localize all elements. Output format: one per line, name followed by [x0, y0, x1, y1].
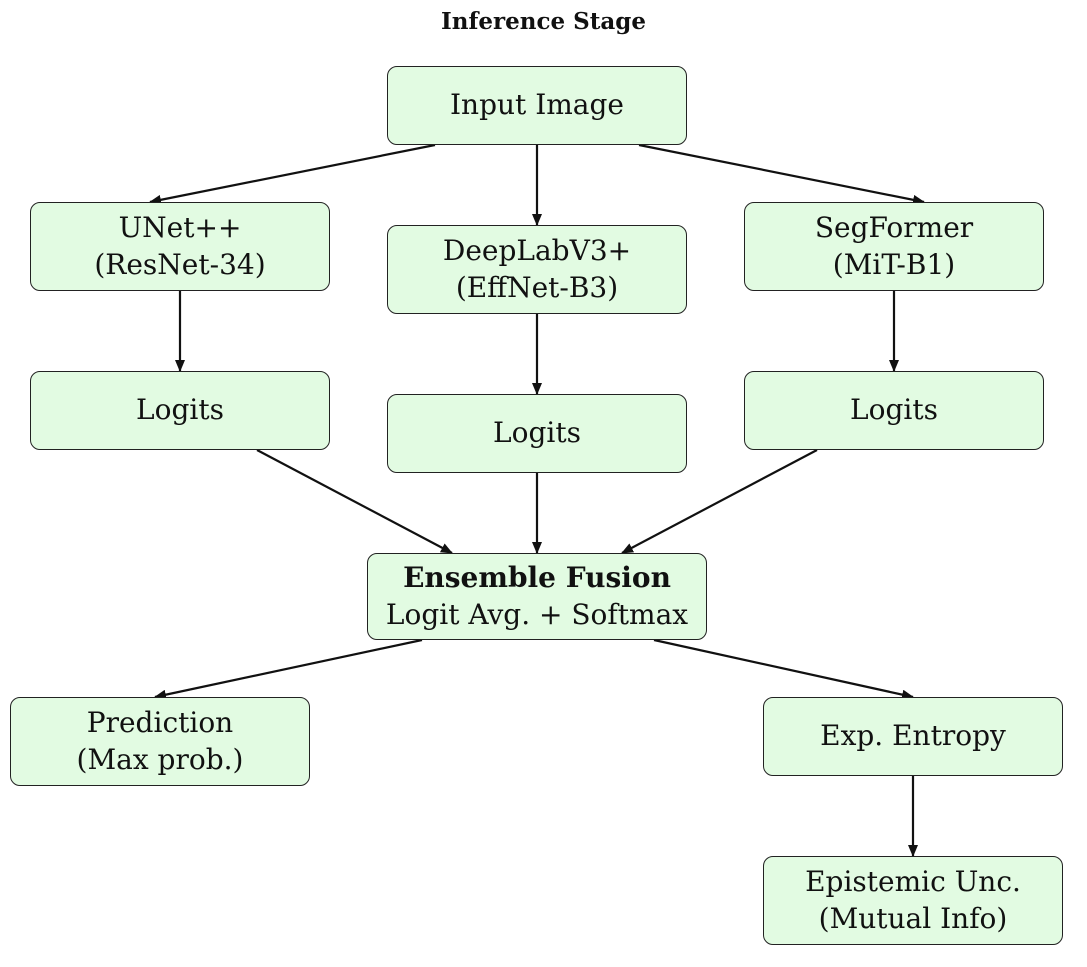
node-label: UNet++	[118, 211, 242, 245]
node-sublabel: (Mutual Info)	[818, 901, 1008, 935]
node-sublabel: (EffNet-B3)	[455, 270, 619, 304]
node-label: DeepLabV3+	[442, 234, 632, 268]
edge-logits-left-to-fusion	[256, 449, 453, 554]
logits-right-node: Logits	[744, 371, 1044, 450]
node-label: Logits	[850, 393, 938, 427]
node-sublabel: Logit Avg. + Softmax	[385, 597, 689, 631]
node-label: Logits	[136, 393, 224, 427]
epistemic-uncertainty-node: Epistemic Unc. (Mutual Info)	[763, 856, 1063, 945]
unet-node: UNet++ (ResNet-34)	[30, 202, 330, 291]
ensemble-fusion-node: Ensemble Fusion Logit Avg. + Softmax	[367, 553, 707, 640]
node-label: SegFormer	[814, 211, 974, 245]
expected-entropy-node: Exp. Entropy	[763, 697, 1063, 776]
node-sublabel: (MiT-B1)	[832, 247, 956, 281]
node-sublabel: (Max prob.)	[76, 742, 244, 776]
node-label: Input Image	[449, 88, 624, 122]
node-label: Epistemic Unc.	[805, 865, 1021, 899]
segformer-node: SegFormer (MiT-B1)	[744, 202, 1044, 291]
logits-left-node: Logits	[30, 371, 330, 450]
diagram-title: Inference Stage	[441, 8, 646, 35]
node-label: Logits	[493, 416, 581, 450]
node-label: Exp. Entropy	[820, 719, 1006, 753]
node-label: Ensemble Fusion	[403, 561, 671, 595]
node-sublabel: (ResNet-34)	[94, 247, 266, 281]
edge-logits-right-to-fusion	[621, 449, 818, 554]
input-image-node: Input Image	[387, 66, 687, 145]
prediction-node: Prediction (Max prob.)	[10, 697, 310, 786]
deeplab-node: DeepLabV3+ (EffNet-B3)	[387, 225, 687, 314]
edge-fusion-to-entropy	[653, 638, 914, 700]
edge-fusion-to-prediction	[154, 638, 423, 700]
edge-input-to-unet	[149, 143, 436, 205]
edge-input-to-segformer	[638, 143, 925, 205]
node-label: Prediction	[86, 706, 234, 740]
logits-middle-node: Logits	[387, 394, 687, 473]
